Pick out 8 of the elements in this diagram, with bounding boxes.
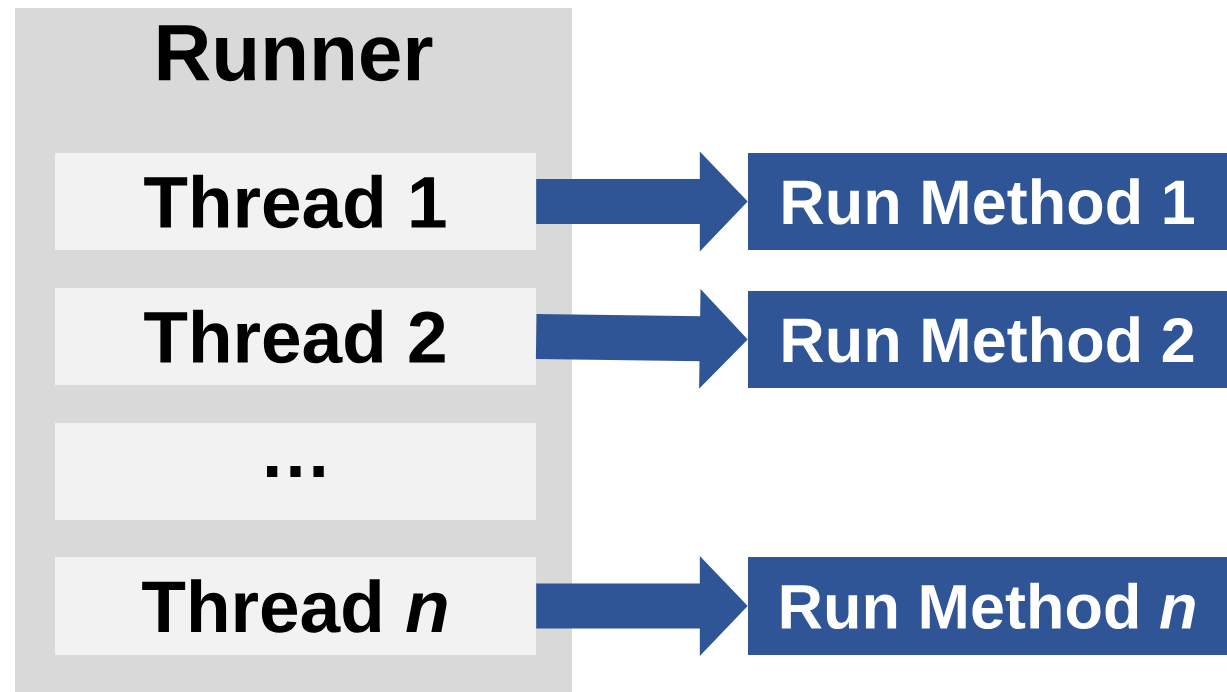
thread-box: Thread 2 (55, 288, 536, 385)
panel-heading: Runner (158, 25, 433, 82)
thread-box: Thread n (55, 557, 536, 655)
thread-box: Thread 1 (55, 153, 536, 250)
thread-box: … (55, 423, 536, 520)
method-box: Run Method n (748, 557, 1227, 655)
method-box: Run Method 1 (748, 153, 1227, 250)
method-box: Run Method 2 (748, 291, 1227, 388)
